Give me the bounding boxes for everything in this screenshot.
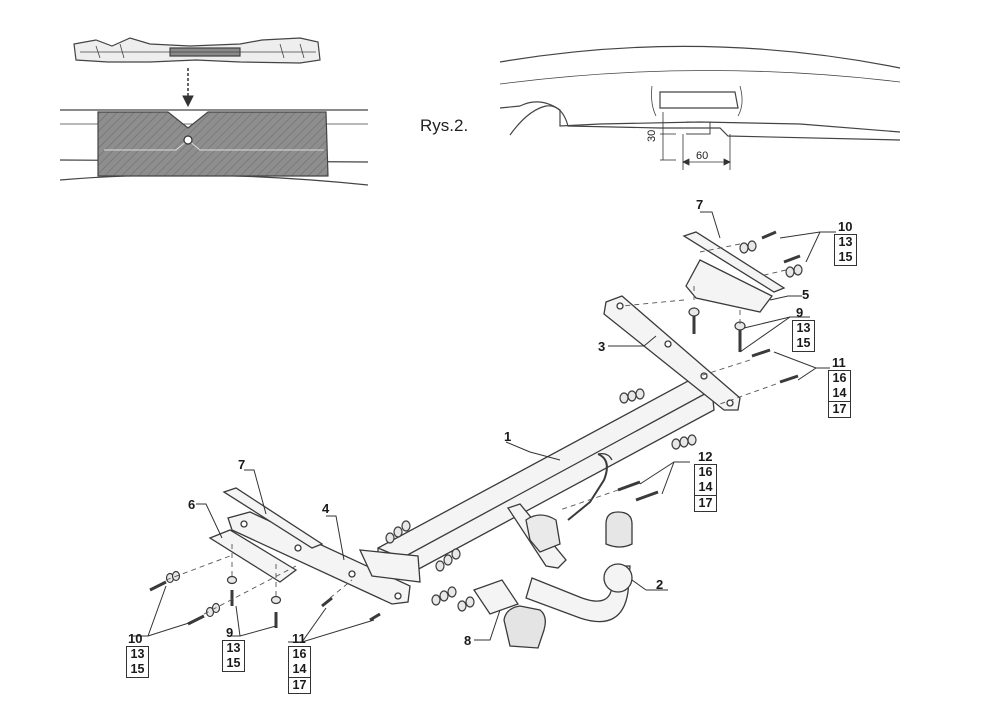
stack-box: 13 (222, 640, 245, 657)
stack-box: 15 (222, 656, 245, 672)
part-label-9-right: 9 (796, 305, 804, 320)
stack-box: 17 (288, 678, 311, 694)
part-label-5: 5 (802, 287, 810, 302)
stack-box: 15 (834, 250, 857, 266)
detail-rys2 (499, 45, 901, 141)
part-label-7-right: 7 (696, 197, 704, 212)
part-label-10-top: 10 (838, 219, 853, 234)
part-label-2: 2 (656, 577, 664, 592)
stack-box: 15 (792, 336, 815, 352)
stack-box: 17 (694, 496, 717, 512)
stack-box: 15 (126, 662, 149, 678)
detail-arrow (182, 68, 194, 108)
detail-bumper-beam (73, 37, 321, 64)
main-assembly (208, 231, 786, 649)
stack-box: 14 (288, 662, 311, 678)
part-label-8: 8 (464, 633, 472, 648)
stack-box: 13 (792, 320, 815, 337)
figure-ref-label: Rys.2. (420, 116, 469, 135)
part-label-7-left: 7 (238, 457, 246, 472)
stack-box: 16 (288, 646, 311, 663)
part-label-11-left: 11 (292, 631, 306, 646)
part-label-9-left: 9 (226, 625, 234, 640)
stack-box: 14 (828, 386, 851, 402)
stack-box: 14 (694, 480, 717, 496)
part-label-4: 4 (322, 501, 330, 516)
assembly-dashed-lines (165, 243, 787, 615)
stack-box: 17 (828, 402, 851, 418)
fasteners (149, 230, 803, 628)
dimension-width: 60 (696, 150, 709, 162)
detail-zoom-cut (59, 109, 369, 186)
part-label-11-right: 11 (832, 355, 846, 370)
leader-lines (132, 211, 836, 643)
part-label-10-left: 10 (128, 631, 143, 646)
stack-box: 13 (126, 646, 149, 663)
dimension-height: 30 (646, 129, 658, 142)
stack-box: 16 (694, 464, 717, 481)
part-label-1: 1 (504, 429, 512, 444)
part-label-6: 6 (188, 497, 196, 512)
stack-box: 13 (834, 234, 857, 251)
stack-box: 16 (828, 370, 851, 387)
dimension-lines (660, 112, 731, 170)
part-label-12: 12 (698, 449, 713, 464)
part-label-3: 3 (598, 339, 606, 354)
